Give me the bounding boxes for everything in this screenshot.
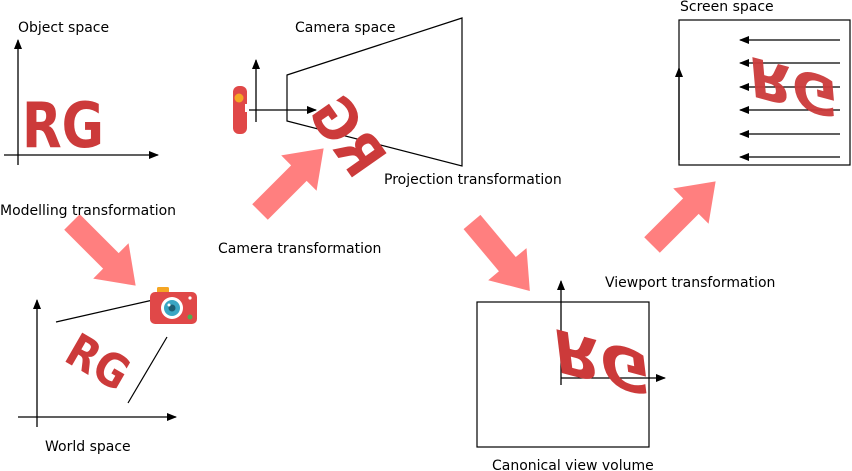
camera-transformation-label: Camera transformation [218,241,381,257]
object-space-rg-logo: RG [22,89,104,162]
camera-space-panel: Camera space RG [233,17,463,189]
object-space-panel: Object space RG [4,20,159,165]
world-space-rg-logo: RG [57,323,139,402]
canonical-view-volume-panel: RG Canonical view volume [476,280,666,471]
view-line-lower [127,336,168,404]
camera-arrow [252,148,324,220]
viewport-transformation-label: Viewport transformation [605,275,775,291]
flow-arrows [64,148,716,291]
projection-arrow [463,214,530,291]
viewport-arrow [644,181,716,253]
world-space-panel: RG World space [18,287,197,455]
world-space-label: World space [45,439,131,455]
scanline-arrows [739,36,840,161]
screen-space-rg-logo: RG [746,42,841,130]
modelling-transformation-label: Modelling transformation [0,203,176,219]
canonical-volume-frame [476,301,650,448]
projection-transformation-label: Projection transformation [384,172,562,188]
view-frustum [286,17,463,167]
canonical-view-volume-label: Canonical view volume [492,458,654,471]
camera-space-label: Camera space [295,20,395,36]
screen-space-panel: Screen space RG [675,0,851,166]
camera-side-icon [233,86,249,134]
object-space-label: Object space [18,20,109,36]
modelling-arrow [64,214,136,286]
camera-icon [150,287,197,324]
screen-space-label: Screen space [680,0,774,15]
view-line-upper [55,299,154,323]
canonical-rg-logo: RG [549,313,654,409]
